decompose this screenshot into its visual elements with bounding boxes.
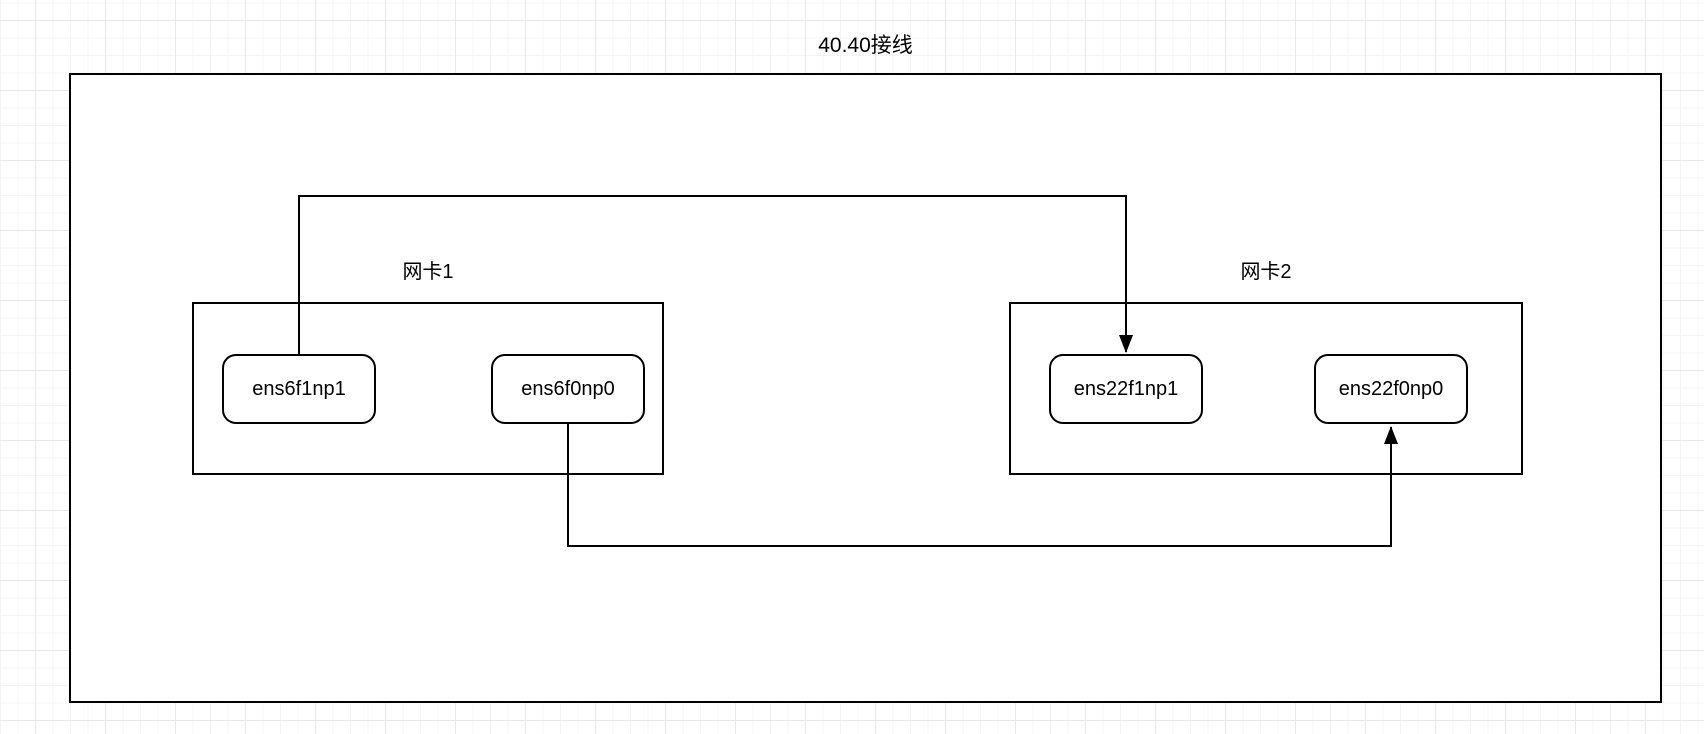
node-ens22f0np0-label: ens22f0np0 — [1338, 377, 1444, 400]
edge-ens6f0np0-to-ens22f0np0[interactable] — [567, 424, 1398, 547]
node-ens6f0np0-label: ens6f0np0 — [521, 377, 615, 400]
node-ens22f0np0[interactable]: ens22f0np0 — [1314, 354, 1468, 424]
diagram-title[interactable]: 40.40接线 — [818, 34, 913, 57]
group-nic1-label: 网卡1 — [402, 261, 454, 283]
node-ens6f1np1[interactable]: ens6f1np1 — [222, 354, 376, 424]
node-ens6f0np0[interactable]: ens6f0np0 — [491, 354, 645, 424]
node-ens6f1np1-label: ens6f1np1 — [252, 377, 346, 400]
node-ens22f1np1-label: ens22f1np1 — [1073, 377, 1179, 400]
node-ens22f1np1[interactable]: ens22f1np1 — [1049, 354, 1203, 424]
group-nic2-label: 网卡2 — [1240, 261, 1292, 283]
edge-ens6f1np1-to-ens22f1np1[interactable] — [298, 195, 1133, 354]
